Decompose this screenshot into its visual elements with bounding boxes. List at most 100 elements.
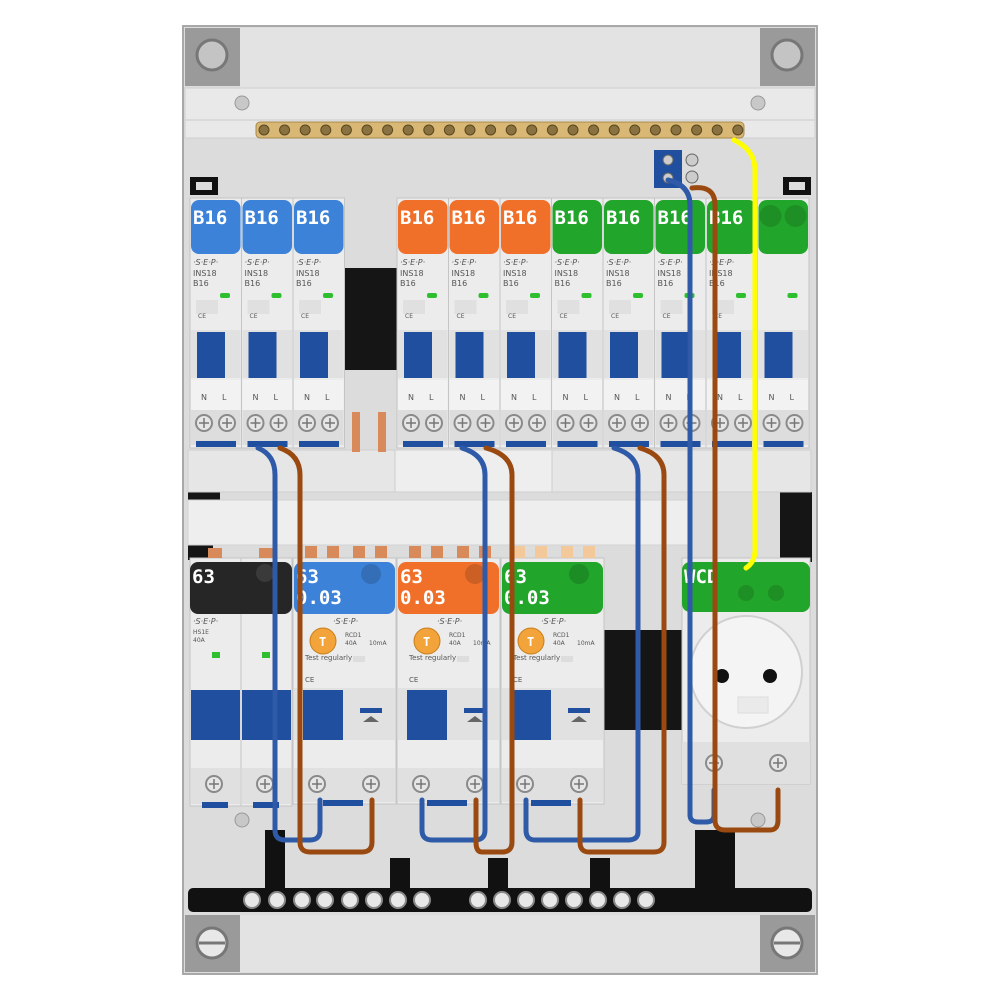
toggle-lever [191, 690, 240, 740]
breaker-rating: B16 [400, 279, 416, 288]
terminal-letter: N [717, 393, 723, 402]
fixing-hole-icon [750, 812, 766, 828]
rcd-model: RCD1 [449, 632, 466, 639]
breaker-rating: B16 [606, 279, 622, 288]
busbar-screw-icon [361, 124, 373, 136]
trip-indicator [360, 708, 382, 713]
terminal-letter: L [584, 393, 589, 402]
breaker-model: INS18 [400, 269, 424, 278]
brand-logo: ·S·E·P· [658, 258, 683, 267]
bar-screw-icon [316, 891, 334, 909]
terminal-letter: L [222, 393, 227, 402]
terminal-letter: N [769, 393, 775, 402]
toggle-lever [300, 332, 328, 378]
bar-screw-icon [637, 891, 655, 909]
terminal-clip [247, 441, 288, 447]
cover-strip-middle [187, 499, 689, 546]
copper-terminal [327, 546, 339, 558]
test-button [309, 627, 337, 655]
copper-terminal [513, 546, 525, 558]
breaker-label-cap [294, 200, 344, 254]
terminal-label-strip [501, 380, 551, 410]
copper-terminal [409, 546, 421, 558]
busbar-screw-icon [711, 124, 723, 136]
toggle-lever [507, 332, 535, 378]
breaker-rating: B16 [296, 279, 312, 288]
busbar-screw-icon [402, 124, 414, 136]
earth-wire [731, 137, 758, 571]
toggle-lever [242, 690, 291, 740]
busbar-screw-icon [464, 124, 476, 136]
test-regularly-text: Test regularly [304, 654, 352, 662]
busbar-screw-icon [299, 124, 311, 136]
breaker-label-cap [604, 200, 654, 254]
breaker-label-cap [191, 200, 241, 254]
bar-screw-icon [293, 891, 311, 909]
terminal-letter: L [325, 393, 330, 402]
ce-mark: CE [457, 313, 465, 320]
din-socket: WCD [681, 557, 811, 785]
din-rail-edge-right [780, 492, 812, 562]
status-indicator [530, 293, 540, 298]
busbar-bar [255, 121, 745, 139]
brand-logo: ·S·E·P· [245, 258, 270, 267]
terminal-letter: N [253, 393, 259, 402]
terminal-letter: N [408, 393, 414, 402]
copper-comb-link [378, 412, 386, 452]
cap-dot-icon [768, 585, 784, 601]
rcd-label-top: 63 [400, 566, 423, 588]
terminal-clip [454, 441, 495, 447]
breaker-label: B16 [193, 207, 227, 229]
breaker-label-cap [398, 200, 448, 254]
brand-logo: ·S·E·P· [333, 617, 358, 626]
bar-screw-icon [413, 891, 431, 909]
fixing-hole-icon [750, 95, 766, 111]
brand-logo: ·S·E·P· [452, 258, 477, 267]
terminal-letter: L [635, 393, 640, 402]
breaker-label-cap [655, 200, 705, 254]
terminal-clip [763, 441, 804, 447]
breaker-label-cap [242, 200, 292, 254]
busbar-screw-icon [485, 124, 497, 136]
spec-text-block [403, 300, 425, 314]
busbar-screw-icon [732, 124, 744, 136]
breaker-model: INS18 [658, 269, 682, 278]
terminal-letter: N [666, 393, 672, 402]
terminal-screw-icon [662, 154, 674, 166]
breaker-label-cap [501, 200, 551, 254]
terminal-label-strip [191, 380, 241, 410]
breaker-rating: B16 [245, 279, 261, 288]
terminal-clip [506, 441, 546, 447]
trip-indicator [568, 708, 590, 713]
terminal-clip [712, 441, 752, 447]
rail-stem [265, 830, 285, 890]
busbar-screw-icon [629, 124, 641, 136]
copper-terminal [457, 546, 469, 558]
terminal-clip [323, 800, 363, 806]
test-button-label: T [423, 635, 430, 649]
bar-screw-icon [365, 891, 383, 909]
status-indicator [220, 293, 230, 298]
breaker-rating: B16 [555, 279, 571, 288]
breaker-label: B16 [606, 207, 640, 229]
terminal-clip [299, 441, 339, 447]
breaker-label: B16 [400, 207, 434, 229]
ce-mark: CE [714, 313, 722, 320]
spec-text-block [299, 300, 321, 314]
spec-text-block [609, 300, 631, 314]
busbar-screw-icon [691, 124, 703, 136]
terminal-clip [253, 802, 279, 808]
toggle-lever [610, 332, 638, 378]
terminal-clip [660, 441, 701, 447]
cover-strip-top-mid [394, 449, 553, 493]
busbar-screw-icon [505, 124, 517, 136]
rail-stem [695, 830, 735, 890]
neutral-wire [419, 445, 488, 843]
status-indicator [427, 293, 437, 298]
spec-text-block [660, 300, 683, 314]
breaker-rating: B16 [193, 279, 209, 288]
